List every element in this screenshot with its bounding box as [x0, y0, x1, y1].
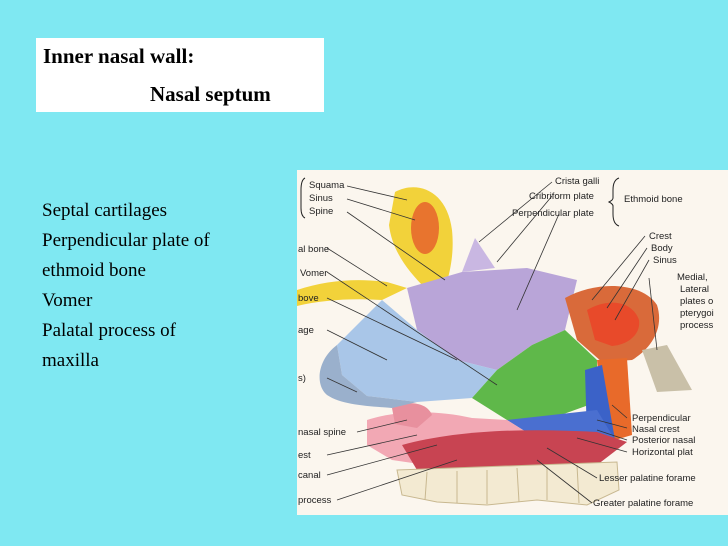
bullet-list: Septal cartilages Perpendicular plate of… [42, 196, 210, 376]
label-sinus: Sinus [309, 193, 333, 204]
slide-title-box: Inner nasal wall: Nasal septum [36, 38, 324, 112]
label-canal: canal [298, 470, 321, 481]
label-nasal-crest: Nasal crest [632, 424, 680, 435]
label-cribriform-plate: Cribriform plate [529, 191, 594, 202]
pterygoid-process [642, 345, 692, 392]
nasal-bone-yellow [297, 280, 407, 306]
perpendicular-plate-orange [597, 358, 632, 440]
label-perpendicular-right: Perpendicular [632, 413, 691, 424]
label-perpendicular-plate: Perpendicular plate [512, 208, 594, 219]
label-posterior-nasal: Posterior nasal [632, 435, 695, 446]
label-lesser-palatine: Lesser palatine forame [599, 473, 696, 484]
label-sinus-right: Sinus [653, 255, 677, 266]
bullet-item: ethmoid bone [42, 260, 146, 281]
frontal-sinus [411, 202, 439, 254]
label-process-left: process [298, 495, 332, 506]
label-plates-of: plates o [680, 296, 713, 307]
nose-soft-tissue [319, 345, 417, 408]
label-medial: Medial, [677, 272, 708, 283]
label-paren: s) [298, 373, 306, 384]
bullet-item: Palatal process of [42, 320, 177, 341]
anterior-nasal-spine [392, 403, 432, 428]
label-ethmoid-bone: Ethmoid bone [624, 194, 683, 205]
label-process: process [680, 320, 714, 331]
bullet-item: maxilla [42, 350, 99, 371]
bullet-item: Septal cartilages [42, 200, 168, 221]
slide-title: Inner nasal wall: [43, 44, 195, 68]
label-horizontal-plate: Horizontal plat [632, 447, 693, 458]
label-greater-palatine: Greater palatine forame [593, 498, 693, 509]
label-nasal-spine: nasal spine [298, 427, 346, 438]
label-cartilage: age [298, 325, 314, 336]
anatomy-diagram: Squama Sinus Spine Crista galli Cribrifo… [297, 170, 728, 515]
crista-galli [462, 238, 495, 272]
teeth [396, 461, 620, 506]
label-crest: Crest [649, 231, 672, 242]
label-squama: Squama [309, 180, 345, 191]
ethmoid-plate [407, 268, 577, 370]
label-pterygoid: pterygoi [680, 308, 714, 319]
label-est: est [298, 450, 311, 461]
vomer [472, 330, 597, 420]
label-vomer: Vomer [300, 268, 327, 279]
label-lateral: Lateral [680, 284, 709, 295]
label-body: Body [651, 243, 673, 254]
label-crista-galli: Crista galli [555, 176, 599, 187]
sphenoid-sinus [587, 302, 640, 346]
bullet-item: Vomer [42, 290, 93, 311]
label-nasal-bone: al bone [298, 244, 329, 255]
nasal-septum-illustration: Squama Sinus Spine Crista galli Cribrifo… [297, 170, 728, 515]
slide-subtitle: Nasal septum [150, 82, 271, 106]
label-above: bove [298, 293, 319, 304]
septal-cartilage [337, 300, 497, 402]
label-spine: Spine [309, 206, 333, 217]
bullet-item: Perpendicular plate of [42, 230, 210, 251]
